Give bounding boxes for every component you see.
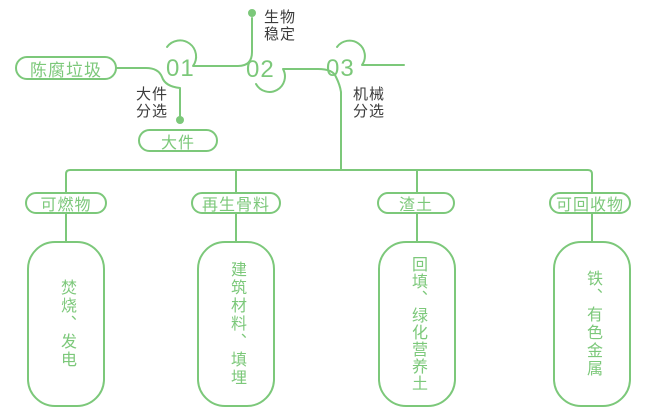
flow-line-01-to-02 [166, 17, 253, 67]
result-box-building-materials: 建筑材料、填埋 [197, 241, 275, 407]
category-label-residue-soil: 渣土 [398, 197, 433, 214]
step-number-03: 03 [326, 55, 355, 82]
flow-line-02-to-03 [255, 68, 342, 171]
result-text-incineration: 焚烧、发电 [58, 279, 75, 369]
category-pill-recycled-aggregate: 再生骨料 [191, 192, 281, 214]
branch-stubs-lower [65, 213, 593, 242]
process-label-mechanical-sorting: 机械 分选 [353, 86, 386, 120]
result-text-backfill: 回填、绿化营养土 [409, 256, 426, 392]
source-pill-aged-refuse: 陈腐垃圾 [15, 56, 117, 80]
result-box-incineration: 焚烧、发电 [27, 241, 105, 407]
category-pill-residue-soil: 渣土 [377, 192, 455, 214]
output-pill-bulky-items: 大件 [138, 129, 218, 152]
category-pill-recyclables: 可回收物 [549, 192, 631, 214]
flow-line-source-to-01 [116, 67, 181, 117]
result-text-building-materials: 建筑材料、填埋 [228, 261, 245, 387]
large-items-dot [176, 116, 184, 124]
bio-stabilization-dot [248, 9, 256, 17]
branch-rail [65, 169, 593, 193]
process-label-bio-stabilization: 生物 稳定 [264, 9, 297, 43]
step-number-01: 01 [166, 55, 195, 82]
category-label-combustibles: 可燃物 [40, 197, 92, 214]
source-label: 陈腐垃圾 [30, 60, 102, 80]
result-box-backfill: 回填、绿化营养土 [378, 241, 456, 407]
category-pill-combustibles: 可燃物 [25, 192, 107, 214]
process-label-bulky-sorting: 大件 分选 [136, 86, 169, 120]
step-number-02: 02 [246, 56, 275, 83]
category-label-recyclables: 可回收物 [555, 197, 624, 214]
output-label-bulky-items: 大件 [160, 134, 195, 152]
category-label-recycled-aggregate: 再生骨料 [201, 197, 270, 214]
result-box-metals: 铁、有色金属 [553, 241, 631, 407]
flow-line-03-tail [336, 39, 405, 66]
result-text-metals: 铁、有色金属 [584, 270, 601, 378]
